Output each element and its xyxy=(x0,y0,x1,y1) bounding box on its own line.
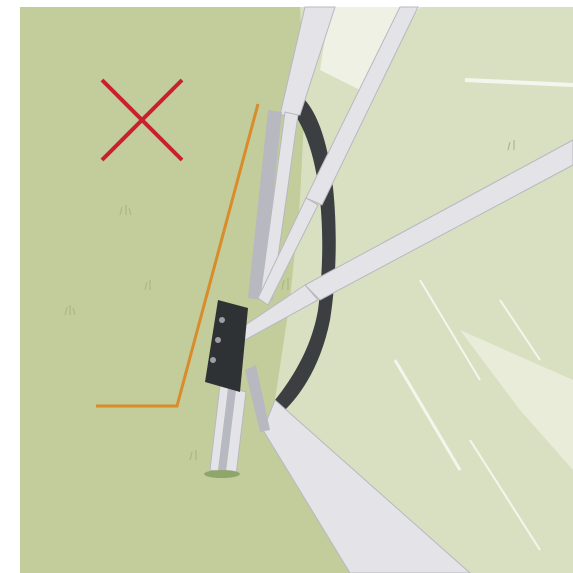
ground-pole-hole xyxy=(204,470,240,478)
hub-rivet xyxy=(215,337,221,343)
hub-rivet xyxy=(210,357,216,363)
hub-rivet xyxy=(219,317,225,323)
